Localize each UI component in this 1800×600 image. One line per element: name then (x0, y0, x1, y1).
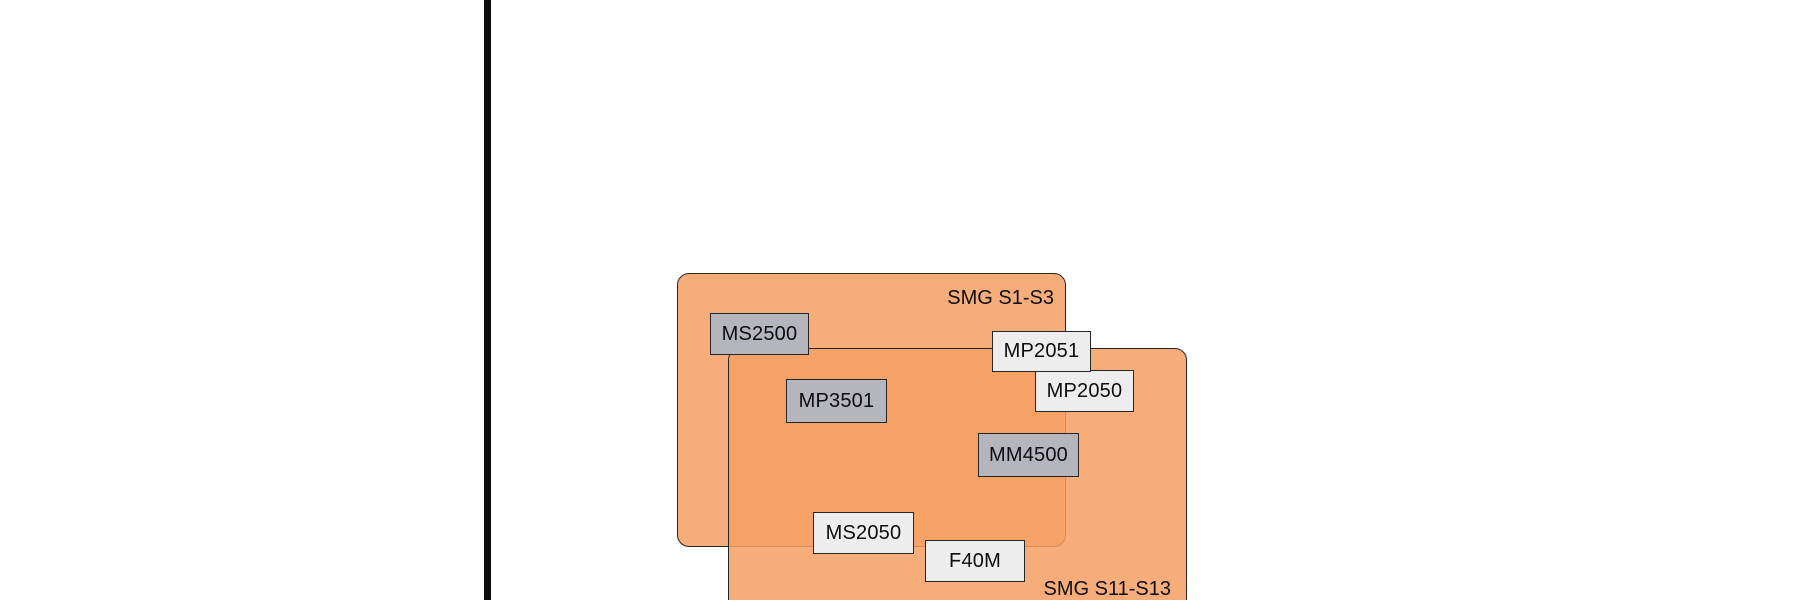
node-mm4500: MM4500 (978, 433, 1079, 477)
node-f40m: F40M (925, 540, 1025, 582)
left-divider-line (484, 0, 491, 600)
node-mp2050: MP2050 (1035, 370, 1134, 412)
group-label-smg-s11-s13: SMG S11-S13 (1043, 578, 1171, 600)
node-ms2500: MS2500 (710, 313, 809, 355)
node-mp2051: MP2051 (992, 331, 1091, 372)
node-mp3501: MP3501 (786, 379, 887, 423)
node-ms2050: MS2050 (813, 512, 914, 554)
group-label-smg-s1-s3: SMG S1-S3 (947, 287, 1054, 309)
